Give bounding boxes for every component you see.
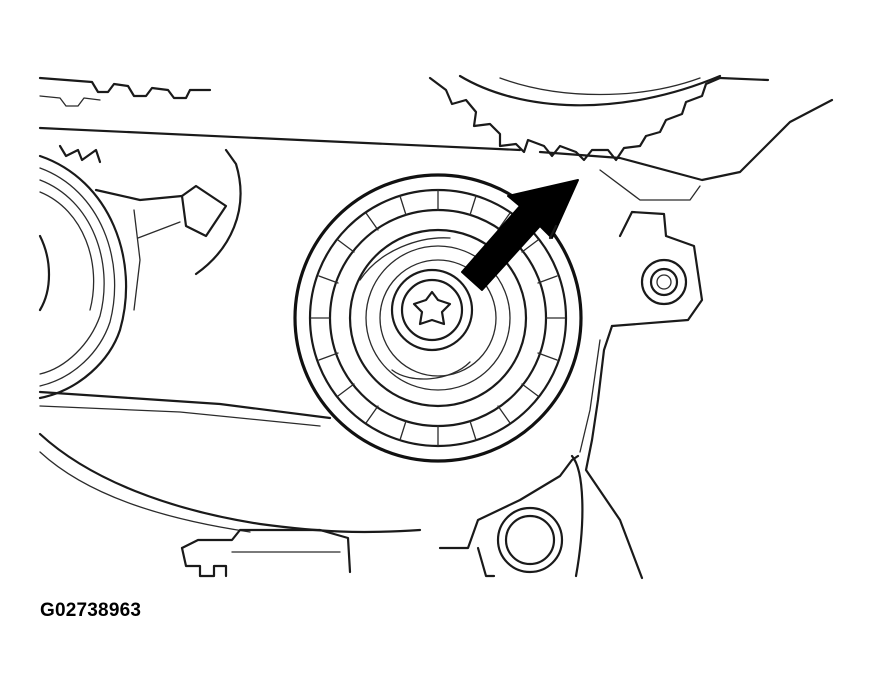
figure-id-label: G02738963 bbox=[40, 600, 142, 621]
cover-rib-lines bbox=[38, 390, 422, 534]
tensioner-pulley bbox=[293, 173, 583, 463]
lower-cover-section bbox=[180, 454, 584, 578]
timing-cover-outline bbox=[38, 98, 834, 580]
torx-bolt-icon bbox=[412, 290, 452, 326]
mounting-bolt-boss bbox=[640, 258, 688, 306]
camshaft-sprocket bbox=[428, 74, 770, 162]
pulley-ribs bbox=[310, 189, 566, 447]
lower-right-boss bbox=[496, 506, 564, 574]
indicator-arrow-icon bbox=[461, 179, 579, 291]
crankshaft-pulley bbox=[38, 144, 242, 400]
upper-left-belt-section bbox=[38, 76, 212, 107]
